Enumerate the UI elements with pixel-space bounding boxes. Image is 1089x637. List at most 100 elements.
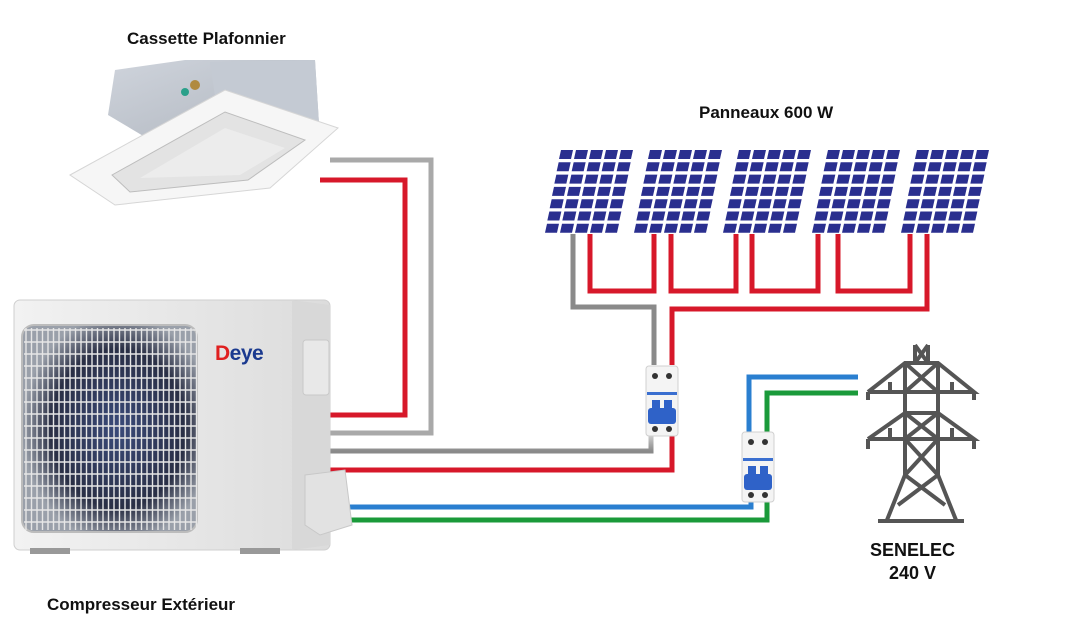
wires-panels (570, 234, 930, 365)
solar-cell (814, 211, 829, 221)
solar-cell (738, 223, 752, 233)
solar-cell (559, 150, 573, 159)
grid-name: SENELEC (870, 540, 956, 560)
solar-cell (725, 211, 740, 221)
solar-cell (779, 162, 794, 172)
solar-cell (938, 186, 952, 196)
solar-cell (612, 186, 626, 196)
wires-solar-to-unit (330, 435, 675, 473)
solar-cell (727, 199, 742, 209)
solar-panel (723, 150, 811, 233)
solar-cell (829, 211, 844, 221)
wire-neutral-unit (350, 495, 770, 523)
grid-voltage: 240 V (888, 563, 937, 583)
solar-cell (975, 150, 989, 159)
solar-cell (935, 199, 950, 209)
wire-panel-positive (669, 234, 930, 365)
breaker-ac[interactable] (741, 431, 775, 503)
solar-cell (836, 174, 851, 184)
solar-cell (821, 174, 836, 184)
solar-cell (579, 199, 594, 209)
solar-cell (753, 223, 767, 233)
solar-cell (688, 174, 703, 184)
solar-cell (767, 150, 781, 159)
solar-cell (812, 223, 826, 233)
solar-cell (957, 162, 972, 172)
wire-red-cassette (320, 177, 408, 418)
compressor-label: Compresseur Extérieur (47, 595, 236, 614)
solar-cell (638, 199, 653, 209)
solar-panel (545, 150, 633, 233)
solar-cell (930, 150, 944, 159)
solar-cell (838, 162, 853, 172)
solar-cell (737, 150, 751, 159)
solar-cell (842, 223, 856, 233)
solar-panel (901, 150, 989, 233)
solar-cell (960, 150, 974, 159)
solar-cell (762, 174, 777, 184)
solar-cell (945, 150, 959, 159)
solar-cell (961, 223, 975, 233)
solar-cell (648, 150, 662, 159)
solar-cell (740, 211, 755, 221)
solar-cell (823, 162, 838, 172)
solar-cell (770, 211, 785, 221)
solar-cell (594, 199, 609, 209)
solar-cell (675, 162, 690, 172)
solar-cell (846, 199, 861, 209)
solar-cell (857, 223, 871, 233)
solar-cell (933, 211, 948, 221)
solar-cell (664, 223, 678, 233)
solar-cell (693, 150, 707, 159)
solar-cell (861, 199, 876, 209)
compressor-unit (13, 299, 353, 554)
solar-cell (745, 186, 759, 196)
solar-cell (582, 186, 596, 196)
solar-cell (903, 211, 918, 221)
solar-cell (768, 223, 782, 233)
solar-cell (660, 162, 675, 172)
solar-cell (577, 211, 592, 221)
solar-cell (866, 174, 881, 184)
solar-cell (955, 174, 970, 184)
solar-cell (663, 150, 677, 159)
solar-cell (752, 150, 766, 159)
solar-cell (853, 162, 868, 172)
solar-cell (797, 150, 811, 159)
solar-cell (569, 174, 584, 184)
solar-cell (742, 199, 757, 209)
solar-cell (851, 174, 866, 184)
solar-cell (849, 186, 863, 196)
solar-cell (881, 174, 896, 184)
solar-cell (614, 174, 629, 184)
solar-cell (589, 150, 603, 159)
grid-label: SENELEC 240 V (870, 539, 955, 585)
solar-cell (560, 223, 574, 233)
solar-cell (916, 223, 930, 233)
solar-cell (968, 186, 982, 196)
solar-cell (963, 211, 978, 221)
solar-cell (616, 162, 631, 172)
solar-cell (908, 186, 922, 196)
solar-panel (634, 150, 722, 233)
wire-phase-grid (746, 374, 858, 433)
solar-cell (787, 199, 802, 209)
solar-cell (590, 223, 604, 233)
solar-cell (556, 162, 571, 172)
breaker-dc[interactable] (645, 365, 679, 437)
solar-cell (678, 150, 692, 159)
solar-cell (819, 186, 833, 196)
solar-cell (864, 186, 878, 196)
solar-cell (668, 199, 683, 209)
solar-cell (545, 223, 559, 233)
solar-cell (876, 199, 891, 209)
solar-cell (826, 150, 840, 159)
solar-cell (927, 162, 942, 172)
solar-cell (886, 150, 900, 159)
solar-cell (816, 199, 831, 209)
solar-cell (636, 211, 651, 221)
solar-cell (764, 162, 779, 172)
solar-cell (946, 223, 960, 233)
solar-cell (571, 162, 586, 172)
solar-cell (547, 211, 562, 221)
